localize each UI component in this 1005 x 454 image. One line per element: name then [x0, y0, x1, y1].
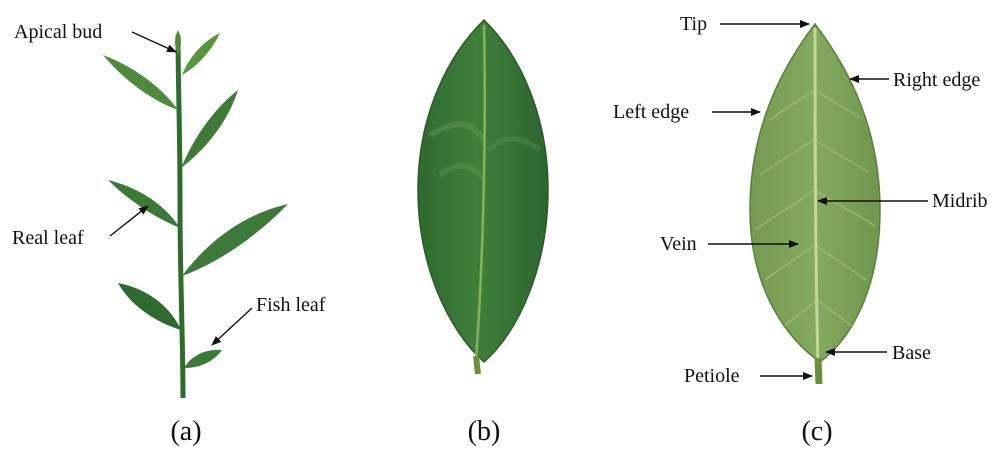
label-left-edge: Left edge: [613, 101, 689, 123]
shoot-leaf: [182, 33, 220, 75]
fish-leaf-shape: [184, 350, 222, 368]
label-fish-leaf: Fish leaf: [256, 294, 326, 316]
shoot-leaf: [118, 283, 181, 330]
label-base: Base: [892, 342, 931, 364]
arrow-apical-bud: [132, 32, 176, 52]
arrow-real-leaf: [110, 206, 148, 236]
leaf-c-petiole: [818, 358, 819, 384]
stem: [178, 35, 183, 398]
leaf-b-petiole: [476, 356, 478, 374]
caption-b: (b): [468, 416, 501, 447]
panel-a: Apical bud Real leaf Fish leaf: [12, 21, 326, 398]
caption-a: (a): [170, 416, 201, 447]
shoot-leaf: [182, 204, 288, 276]
shoot-leaf: [103, 55, 178, 110]
label-vein: Vein: [660, 233, 697, 255]
label-tip: Tip: [680, 13, 707, 35]
label-real-leaf: Real leaf: [12, 227, 84, 249]
panel-c: Tip Right edge Left edge Midrib Vein Bas…: [613, 13, 988, 387]
label-right-edge: Right edge: [893, 69, 980, 91]
label-petiole: Petiole: [684, 365, 740, 387]
panel-b: [418, 20, 548, 374]
label-midrib: Midrib: [932, 190, 988, 212]
label-apical-bud: Apical bud: [14, 21, 102, 43]
arrow-fish-leaf: [212, 308, 252, 345]
caption-c: (c): [801, 416, 832, 447]
real-leaf-shape: [108, 180, 180, 228]
shoot-leaf: [181, 90, 238, 168]
